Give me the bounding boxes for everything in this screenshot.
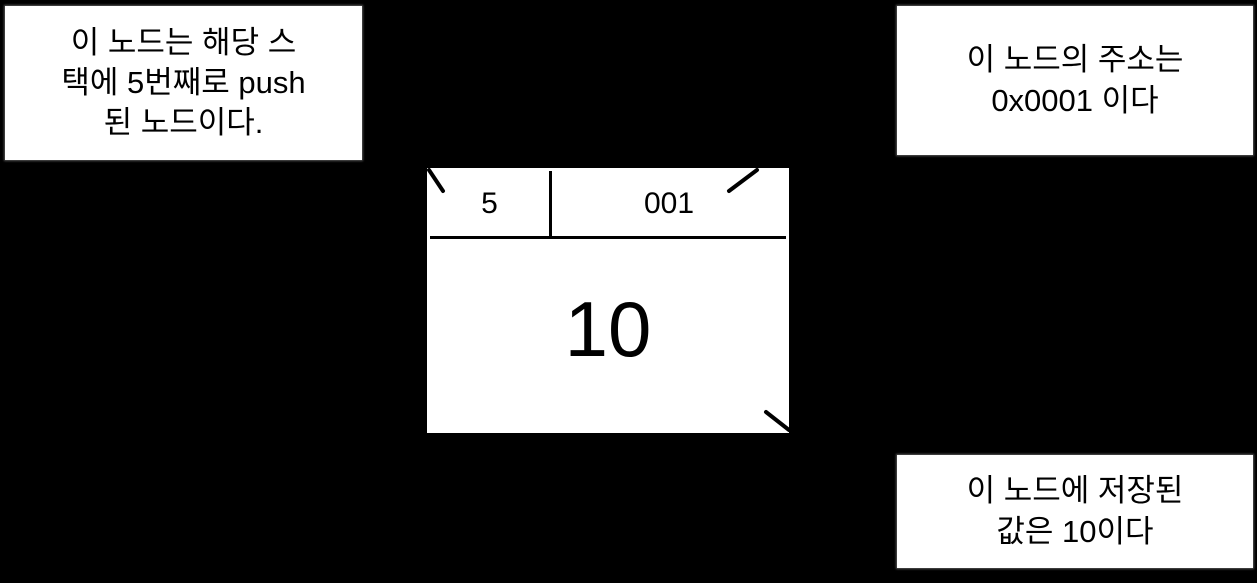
stack-node: 5 001 10 (427, 168, 789, 433)
stack-node-address-value: 001 (643, 186, 695, 220)
stack-node-header: 5 001 (430, 171, 786, 239)
address-callout-text: 이 노드의 주소는 0x0001 이다 (966, 42, 1184, 118)
value-callout-text: 이 노드에 저장된 값은 10이다 (966, 473, 1184, 549)
push-order-callout: 이 노드는 해당 스 택에 5번째로 push 된 노드이다. (5, 6, 362, 160)
address-callout: 이 노드의 주소는 0x0001 이다 (897, 6, 1253, 155)
push-order-callout-text: 이 노드는 해당 스 택에 5번째로 push 된 노드이다. (61, 24, 306, 141)
stack-node-body: 10 (430, 239, 786, 430)
stack-node-push-order-value: 5 (481, 186, 498, 220)
value-callout: 이 노드에 저장된 값은 10이다 (897, 455, 1253, 568)
stack-node-address-cell: 001 (552, 171, 786, 236)
stack-node-push-order-cell: 5 (430, 171, 552, 236)
stack-node-stored-value: 10 (564, 284, 652, 373)
